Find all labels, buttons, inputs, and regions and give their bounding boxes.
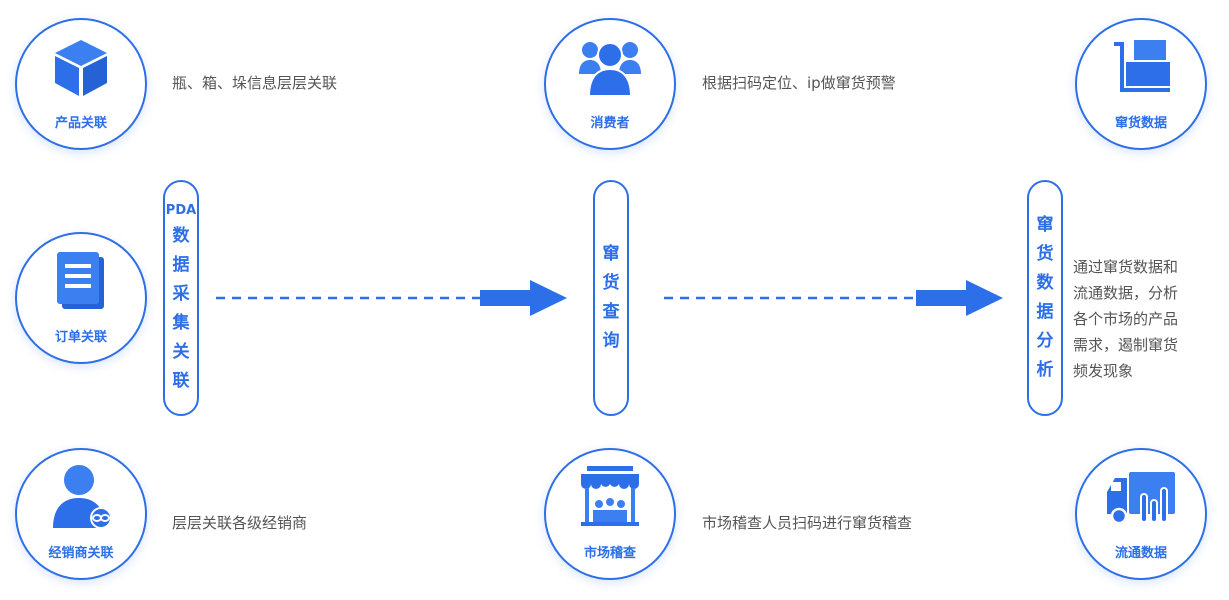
- order-node: 订单关联: [15, 232, 147, 364]
- pill-char: 联: [172, 371, 190, 391]
- analysis-line: 流通数据，分析: [1073, 284, 1179, 302]
- consumer-label: 消费者: [590, 116, 630, 131]
- consumer-desc: 根据扫码定位、ip做窜货预警: [702, 74, 896, 92]
- user-link-icon: [53, 465, 112, 529]
- analysis-line: 需求，遏制窜货: [1073, 336, 1179, 354]
- dealer-desc: 层层关联各级经销商: [172, 514, 308, 532]
- cart-icon: [1114, 40, 1170, 92]
- query-pill: 窜 货 查 询: [593, 180, 629, 416]
- analysis-desc: 通过窜货数据和 流通数据，分析 各个市场的产品 需求，遏制窜货 频发现象: [1073, 254, 1193, 384]
- product-desc: 瓶、箱、垛信息层层关联: [172, 74, 338, 92]
- document-icon: [57, 252, 104, 309]
- pill-char: 据: [1036, 302, 1054, 322]
- pill-char: 询: [602, 331, 620, 351]
- flee-data-label: 窜货数据: [1114, 116, 1167, 131]
- product-label: 产品关联: [54, 116, 107, 131]
- analysis-line: 各个市场的产品: [1073, 310, 1179, 328]
- pill-char: 数: [1036, 273, 1054, 293]
- flow-arrow: [216, 280, 567, 316]
- product-node: 产品关联: [15, 18, 147, 150]
- analysis-pill: 窜 货 数 据 分 析: [1027, 180, 1063, 416]
- pill-char: 据: [172, 255, 190, 275]
- pda-collection-pill: PDA 数 据 采 集 关 联: [163, 180, 199, 416]
- dealer-label: 经销商关联: [48, 546, 114, 561]
- flow-arrow: [664, 280, 1003, 316]
- flee-data-node: 窜货数据: [1075, 18, 1207, 150]
- analysis-line: 通过窜货数据和: [1073, 258, 1179, 276]
- pill-char: 关: [172, 342, 190, 362]
- market-desc: 市场稽查人员扫码进行窜货稽查: [702, 514, 913, 532]
- dealer-node: 经销商关联: [15, 448, 147, 580]
- market-label: 市场稽查: [583, 546, 636, 561]
- consumer-node: 消费者: [544, 18, 676, 150]
- pill-char: 分: [1036, 331, 1054, 351]
- pda-prefix: PDA: [165, 203, 197, 218]
- analysis-line: 频发现象: [1073, 362, 1134, 380]
- pill-char: 查: [602, 302, 620, 322]
- pill-char: 集: [172, 313, 190, 333]
- pill-char: 窜: [1036, 215, 1054, 235]
- flow-data-label: 流通数据: [1114, 546, 1167, 561]
- truck-chart-icon: [1107, 472, 1175, 525]
- pill-char: 采: [172, 284, 190, 304]
- pill-char: 数: [172, 226, 190, 246]
- users-icon: [579, 42, 641, 97]
- flow-data-node: 流通数据: [1075, 448, 1207, 580]
- pill-char: 货: [602, 273, 620, 293]
- pill-char: 析: [1036, 360, 1054, 380]
- cube-icon: [55, 40, 107, 96]
- market-node: 市场稽查: [544, 448, 676, 580]
- pill-char: 窜: [602, 244, 620, 264]
- order-label: 订单关联: [54, 330, 107, 345]
- store-icon: [581, 466, 639, 526]
- pill-char: 货: [1036, 244, 1054, 264]
